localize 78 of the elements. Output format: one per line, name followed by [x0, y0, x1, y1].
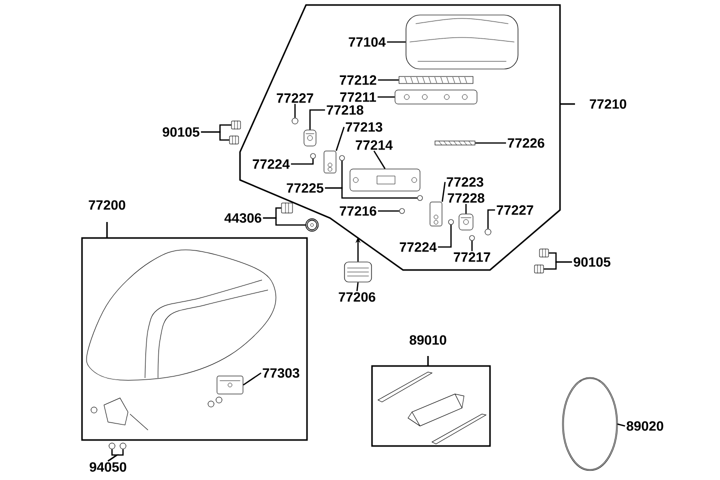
leader-line [386, 41, 406, 43]
spring-clip [292, 118, 298, 124]
ring-band [562, 377, 618, 471]
leader-line [356, 282, 359, 292]
grommet [305, 218, 319, 232]
callout-number: 77216 [340, 206, 376, 216]
leader-line [442, 182, 446, 202]
callout-number: 77214 [356, 140, 393, 150]
leader-line [290, 158, 314, 165]
leader-line [544, 261, 572, 270]
backrest-pad [406, 14, 518, 70]
node-label: 77200 [88, 200, 126, 210]
callout-number: 77227 [276, 93, 314, 103]
pin [448, 219, 454, 225]
kit-box: 89010 [371, 335, 491, 447]
bolt [281, 202, 293, 214]
leader-line [324, 187, 418, 199]
callout-number: 90105 [162, 127, 200, 137]
hinge-plate [430, 202, 442, 226]
link-rod [434, 140, 476, 146]
callout-number: 77104 [348, 37, 386, 47]
leader-line [373, 150, 386, 170]
pin [310, 153, 316, 159]
leader-line [309, 109, 326, 130]
leader-line [617, 423, 626, 427]
callout-number: 77226 [508, 138, 544, 148]
callout-number: 77224 [252, 159, 290, 169]
collar [417, 195, 423, 201]
callout-number: 94050 [90, 462, 126, 472]
callout-number: 77228 [448, 193, 484, 203]
hinge-plate [324, 150, 336, 174]
leader-line [487, 209, 496, 229]
nut [120, 442, 126, 450]
callout-number: 77225 [286, 183, 324, 193]
hinge-cover [304, 130, 316, 146]
leader-line [108, 449, 124, 462]
screw [399, 208, 405, 214]
hinge-bracket [216, 376, 244, 394]
bolt [534, 264, 544, 274]
collar [339, 155, 345, 161]
callout-number: 77227 [496, 205, 534, 215]
nut [108, 442, 116, 450]
node-label: 89010 [410, 335, 446, 345]
callout-number: 90105 [574, 257, 610, 267]
bolt [539, 248, 549, 258]
leader-line [294, 104, 296, 118]
mounting-bracket [350, 168, 420, 192]
leader-line [465, 204, 467, 214]
spring-clip [484, 228, 492, 236]
bolt [229, 136, 239, 144]
callout-number: 89020 [626, 421, 664, 431]
callout-number: 77212 [340, 75, 376, 85]
leader-line [438, 224, 452, 248]
screw [469, 235, 475, 241]
leader-line [471, 240, 473, 252]
footrest-pad [344, 262, 372, 282]
leader-line [336, 126, 345, 151]
callout-number: 77218 [326, 105, 364, 115]
base-plate [394, 90, 478, 104]
leader-line [378, 79, 399, 81]
callout-number: 77213 [346, 122, 382, 132]
hinge-cover [458, 214, 474, 230]
callout-number: 77224 [400, 242, 437, 252]
leader-line [378, 210, 400, 212]
leader-line [262, 217, 306, 226]
leader-line [200, 131, 230, 141]
leader-line [475, 142, 506, 144]
callout-number: 77206 [338, 292, 376, 302]
callout-number: 77217 [454, 252, 490, 262]
node-label: 77210 [590, 99, 626, 109]
callout-number: 77303 [262, 368, 300, 378]
gasket [398, 76, 474, 84]
leader-line [242, 372, 262, 386]
callout-number: 44306 [224, 213, 262, 223]
leader-line [378, 96, 395, 98]
callout-number: 77223 [446, 177, 484, 187]
bolt [231, 120, 241, 130]
callout-number: 77211 [340, 92, 376, 102]
